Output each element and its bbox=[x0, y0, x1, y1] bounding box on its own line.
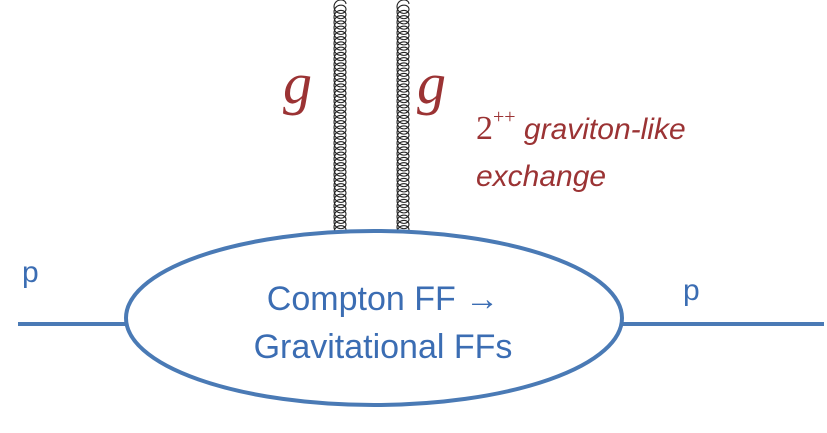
outgoing-proton-label: p bbox=[683, 274, 700, 307]
exchange-text-2: exchange bbox=[476, 160, 607, 193]
spin-value: 2 bbox=[476, 110, 493, 147]
incoming-proton-label: p bbox=[22, 256, 39, 289]
blob-line-2: Gravitational FFs bbox=[253, 328, 513, 366]
right-gluon-line bbox=[396, 0, 410, 240]
left-gluon-line bbox=[333, 0, 347, 240]
parity-superscript: ++ bbox=[493, 106, 516, 128]
exchange-annotation: 2++ graviton-like exchange bbox=[476, 106, 686, 199]
exchange-line-1: 2++ graviton-like bbox=[476, 106, 686, 155]
blob-line-1: Compton FF → bbox=[266, 280, 500, 318]
compton-blob bbox=[124, 229, 624, 407]
blob-label: Compton FF → Gravitational FFs bbox=[188, 275, 578, 371]
gluon-right-label: g bbox=[417, 51, 446, 116]
exchange-text-1: graviton-like bbox=[523, 113, 686, 146]
gluon-left-label: g bbox=[283, 51, 312, 116]
